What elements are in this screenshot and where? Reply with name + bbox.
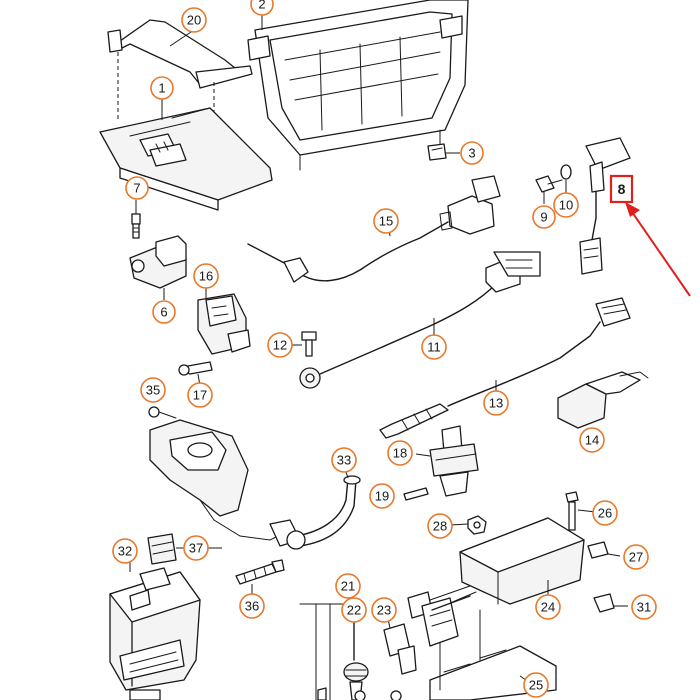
callout-22: 22	[341, 597, 367, 623]
svg-text:1: 1	[158, 81, 165, 96]
svg-text:8: 8	[618, 181, 626, 197]
part-2-ecu-bracket	[247, 0, 469, 171]
bracket-plate	[149, 419, 301, 547]
part-13-oxygen-sensor	[379, 297, 631, 439]
part-36-bolt	[235, 559, 285, 596]
svg-text:36: 36	[245, 599, 259, 614]
callout-27: 27	[623, 544, 649, 570]
svg-text:24: 24	[541, 600, 555, 615]
part-23-connector	[383, 591, 471, 675]
part-14-switch	[557, 371, 649, 440]
svg-text:10: 10	[559, 198, 573, 213]
svg-text:17: 17	[193, 388, 207, 403]
part-22-injector	[343, 613, 369, 700]
callout-23: 23	[371, 597, 397, 623]
part-9-bolt	[535, 175, 563, 204]
callout-15: 15	[373, 208, 399, 234]
part-21-injector-rail	[299, 603, 351, 700]
part-3-clip	[427, 143, 460, 161]
callout-11: 11	[421, 334, 447, 360]
highlighted-callout-8: 8	[609, 174, 634, 204]
callout-14: 14	[579, 427, 605, 453]
part-20-clamp-bracket	[107, 19, 253, 150]
callout-7: 7	[125, 176, 149, 200]
callout-24: 24	[535, 594, 561, 620]
svg-text:3: 3	[468, 146, 475, 161]
callout-36: 36	[239, 593, 265, 619]
callout-10: 10	[553, 192, 579, 218]
callout-37: 37	[183, 535, 209, 561]
callout-17: 17	[187, 382, 213, 408]
callout-26: 26	[592, 500, 618, 526]
part-6-pressure-sensor	[129, 235, 187, 300]
callout-19: 19	[369, 483, 395, 509]
callout-13: 13	[483, 390, 509, 416]
callout-9: 9	[532, 205, 556, 229]
callout-25: 25	[523, 672, 549, 698]
part-15-temperature-sensor	[247, 175, 501, 283]
callout-2: 2	[250, 0, 274, 16]
part-11-knock-sensor	[299, 251, 541, 389]
svg-text:23: 23	[377, 603, 391, 618]
svg-text:21: 21	[341, 579, 355, 594]
svg-text:27: 27	[629, 550, 643, 565]
part-24-module	[429, 517, 585, 611]
svg-text:19: 19	[375, 489, 389, 504]
svg-text:14: 14	[585, 433, 599, 448]
svg-text:32: 32	[118, 544, 132, 559]
part-7-bolt	[131, 200, 141, 239]
svg-text:20: 20	[187, 13, 201, 28]
svg-text:12: 12	[273, 338, 287, 353]
callout-32: 32	[112, 538, 138, 564]
highlight-arrow	[625, 202, 691, 297]
svg-text:37: 37	[189, 541, 203, 556]
part-16-sensor-module	[197, 286, 251, 355]
part-33-hose	[286, 475, 361, 550]
svg-text:16: 16	[199, 269, 213, 284]
callout-31: 31	[631, 594, 657, 620]
svg-text:31: 31	[637, 600, 651, 615]
svg-text:9: 9	[540, 210, 547, 225]
part-31-clip	[593, 593, 628, 613]
part-10-washer	[560, 164, 572, 194]
callout-20: 20	[181, 7, 207, 33]
callout-21: 21	[335, 573, 361, 599]
bottom-fittings	[317, 687, 402, 700]
svg-text:15: 15	[379, 214, 393, 229]
callout-18: 18	[387, 440, 413, 466]
callout-16: 16	[193, 263, 219, 289]
part-1-control-unit	[99, 107, 273, 211]
part-8-speed-sensor	[579, 137, 631, 275]
callout-12: 12	[267, 332, 293, 358]
part-26-bolt	[565, 491, 597, 531]
svg-text:26: 26	[598, 506, 612, 521]
part-35-bolt	[148, 406, 177, 419]
svg-text:35: 35	[146, 383, 160, 398]
callout-33: 33	[331, 447, 357, 473]
svg-text:18: 18	[393, 446, 407, 461]
svg-text:11: 11	[427, 340, 441, 355]
svg-text:33: 33	[337, 453, 351, 468]
part-12-bolt	[292, 331, 317, 357]
callout-3: 3	[460, 141, 484, 165]
callout-1: 1	[150, 76, 174, 100]
svg-text:7: 7	[133, 181, 140, 196]
part-32-control-module	[109, 567, 201, 700]
callout-6: 6	[152, 300, 176, 324]
part-18-pressure-switch	[415, 425, 479, 497]
svg-text:22: 22	[347, 603, 361, 618]
part-28-nut	[467, 515, 487, 535]
callout-28: 28	[427, 513, 453, 539]
part-37-connector	[147, 533, 186, 565]
part-17-screw	[178, 361, 213, 387]
callout-35: 35	[140, 377, 166, 403]
svg-text:6: 6	[160, 305, 167, 320]
svg-text:13: 13	[489, 396, 503, 411]
part-27-clip	[587, 541, 621, 559]
svg-text:25: 25	[529, 678, 543, 693]
part-19-pin	[403, 487, 429, 501]
svg-text:2: 2	[258, 0, 265, 12]
svg-text:28: 28	[433, 519, 447, 534]
